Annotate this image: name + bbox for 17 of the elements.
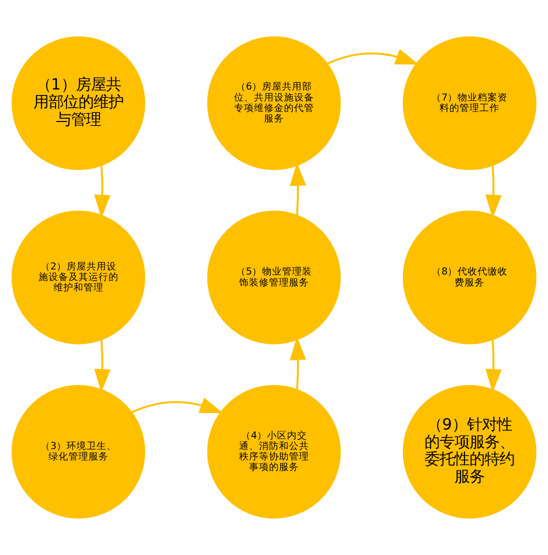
arrow bbox=[94, 340, 110, 392]
node-circle: （3）环境卫生、绿化管理服务 bbox=[12, 384, 146, 519]
node-circle: （9）针对性的专项服务、委托性的特约服务 bbox=[402, 384, 536, 519]
node-circle: （4）小区内交通、消防和公共秩序等协助管理事项的服务 bbox=[207, 384, 341, 519]
arrow bbox=[132, 398, 224, 414]
node-circle: （7）物业档案资料的管理工作 bbox=[402, 36, 536, 170]
arrow bbox=[485, 340, 502, 392]
node-circle: （2）房屋共用设施设备及其运行的维护和管理 bbox=[12, 210, 146, 344]
node-circle: （5）物业管理装饰装修管理服务 bbox=[207, 210, 341, 344]
arrow bbox=[290, 336, 306, 390]
arrow bbox=[94, 165, 110, 218]
node-circle: （6）房屋共用部位、共用设施设备专项维修金的代管服务 bbox=[207, 36, 341, 170]
arrow bbox=[290, 162, 306, 216]
arrow bbox=[327, 49, 419, 65]
node-circle: （1）房屋共用部位的维护与管理 bbox=[12, 36, 146, 170]
node-circle: （8）代收代缴收费服务 bbox=[402, 210, 536, 344]
arrow bbox=[485, 165, 502, 218]
